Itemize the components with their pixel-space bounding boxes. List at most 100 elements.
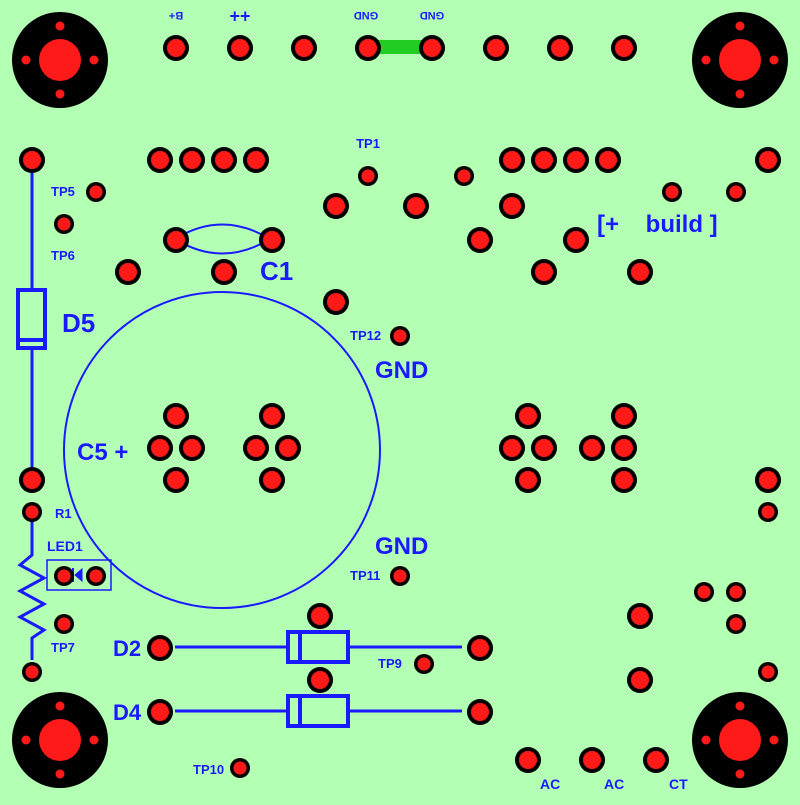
pad [86,182,106,202]
mounting-holes [12,12,788,788]
pad-core [263,471,281,489]
mounting-hole-via [769,735,779,745]
pad-core [615,407,633,425]
pad-core [551,39,569,57]
pad-core [407,197,425,215]
label-tp12: TP12 [350,328,381,343]
label-d4: D4 [113,700,142,725]
pad-core [263,231,281,249]
pad [414,654,434,674]
label-r1: R1 [55,506,72,521]
pad [355,35,381,61]
label-gnd-lower: GND [375,533,428,560]
pad-core [151,439,169,457]
pad [259,467,285,493]
pad [54,214,74,234]
pad-core [761,505,775,519]
pad [390,326,410,346]
pad [467,227,493,253]
pad [499,435,525,461]
pad-core [729,617,743,631]
pad-core [151,639,169,657]
pad-core [583,439,601,457]
mounting-hole [12,692,108,788]
pad [726,182,746,202]
pad-core [167,471,185,489]
pad [403,193,429,219]
pad [147,147,173,173]
pads-layer [19,35,781,778]
mounting-hole [692,692,788,788]
pad-core [471,231,489,249]
pad [211,147,237,173]
pad-core [167,231,185,249]
pad-core [119,263,137,281]
led1-triangle [74,567,83,583]
pad-core [519,407,537,425]
mounting-hole-via [769,55,779,65]
label-c5: C5 + [77,439,128,466]
mounting-hole-core [719,719,761,761]
pad-core [535,439,553,457]
pad-core [759,151,777,169]
mounting-hole-via [21,55,31,65]
pad [758,502,778,522]
pad-core [327,197,345,215]
pad [595,147,621,173]
label-tp10: TP10 [193,762,224,777]
pad [755,467,781,493]
pad [627,259,653,285]
pad-core [631,263,649,281]
label-c1: C1 [260,256,293,286]
pad-core [759,471,777,489]
mounting-hole-via [55,21,65,31]
pad [579,435,605,461]
pad [307,667,333,693]
pad-core [519,751,537,769]
pad-core [183,439,201,457]
pad-core [57,617,71,631]
pad-core [215,151,233,169]
pad-core [231,39,249,57]
pad [163,403,189,429]
pad-core [503,439,521,457]
pad [483,35,509,61]
pad [547,35,573,61]
label-plus-plus: ++ [229,6,250,26]
pad-core [471,703,489,721]
mounting-hole-via [701,55,711,65]
pad [86,566,106,586]
pad [611,403,637,429]
pad-core [215,263,233,281]
pad [531,435,557,461]
pad [147,435,173,461]
c5-outline [63,291,381,609]
pad-core [535,263,553,281]
label-gnd-upper: GND [375,357,428,384]
pad [662,182,682,202]
pad [611,467,637,493]
pad [611,435,637,461]
pad-core [247,439,265,457]
pad [563,227,589,253]
pad [726,582,746,602]
pad-core [233,761,247,775]
label-tp6: TP6 [51,248,75,263]
pad-core [567,231,585,249]
r1-outline [16,520,48,660]
label-tp7: TP7 [51,640,75,655]
pad-core [151,703,169,721]
mounting-hole [12,12,108,108]
mounting-hole-via [89,735,99,745]
pad [531,147,557,173]
pad [211,259,237,285]
pad [22,662,42,682]
pad-core [417,657,431,671]
pad-core [247,151,265,169]
mounting-hole-via [21,735,31,745]
mounting-hole-via [735,89,745,99]
pad [563,147,589,173]
pad [179,147,205,173]
